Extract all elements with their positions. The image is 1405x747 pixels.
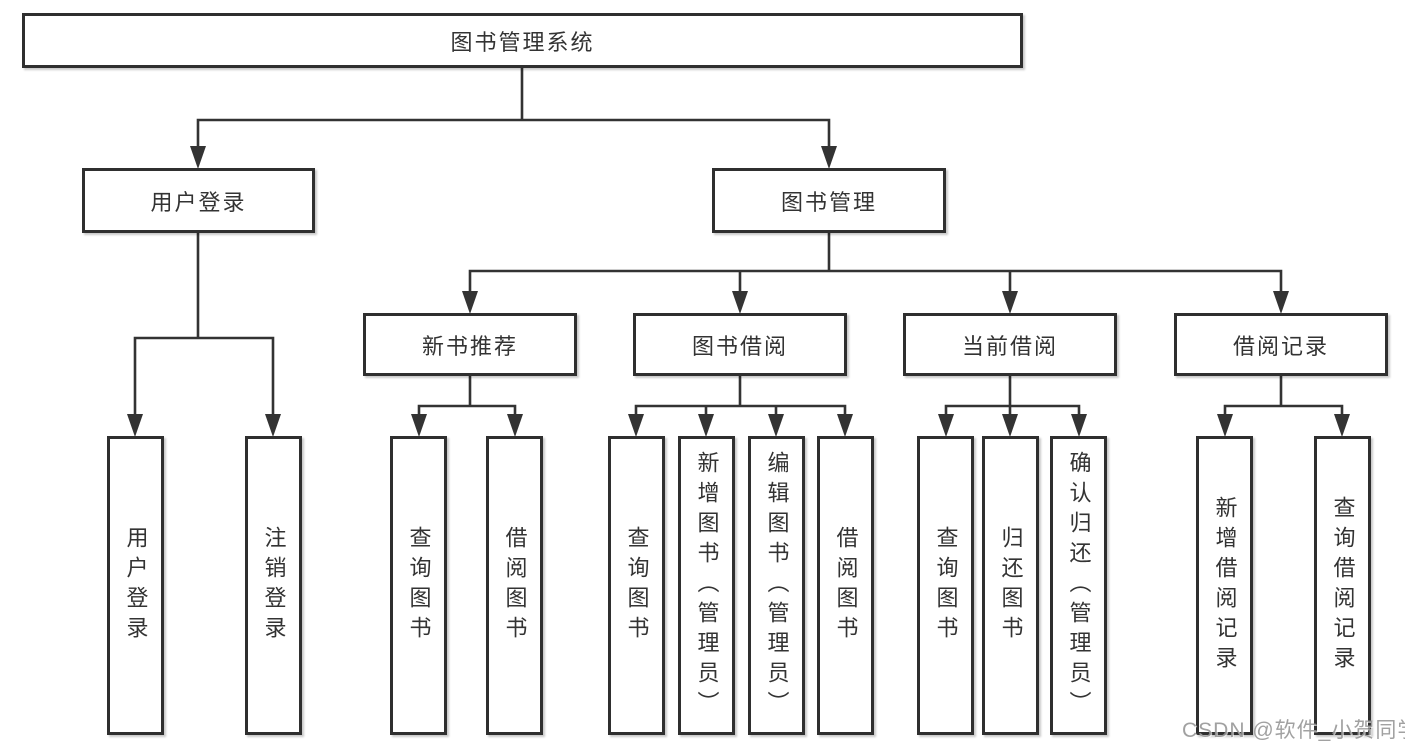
leaf-query-books-3: 查询图书 [917,436,974,735]
leaf-logout: 注销登录 [245,436,302,735]
leaf-query-borrow-record: 查询借阅记录 [1314,436,1371,735]
leaf-return-book: 归还图书 [982,436,1039,735]
leaf-add-borrow-record: 新增借阅记录 [1196,436,1253,735]
leaf-edit-book-admin-label: 编辑图书（管理员） [764,450,790,721]
leaf-query-books-1-label: 查询图书 [406,525,432,646]
leaf-confirm-return-admin-label: 确认归还（管理员） [1066,450,1092,721]
leaf-query-books-2-label: 查询图书 [624,525,650,646]
leaf-borrow-books-1-label: 借阅图书 [502,525,528,646]
leaf-logout-label: 注销登录 [261,525,287,646]
leaf-add-book-admin-label: 新增图书（管理员） [694,450,720,721]
node-new-book-recommend-label: 新书推荐 [421,333,518,359]
leaf-edit-book-admin: 编辑图书（管理员） [748,436,805,735]
leaf-query-books-1: 查询图书 [390,436,447,735]
node-user-login: 用户登录 [82,168,315,233]
leaf-query-borrow-record-label: 查询借阅记录 [1330,495,1356,676]
leaf-user-login: 用户登录 [107,436,164,735]
node-current-borrow: 当前借阅 [903,313,1117,376]
leaf-borrow-books-2: 借阅图书 [817,436,874,735]
node-root-label: 图书管理系统 [450,29,595,55]
node-borrow-records-label: 借阅记录 [1232,333,1329,359]
node-root: 图书管理系统 [22,13,1023,68]
arrowheads [127,146,1350,437]
leaf-confirm-return-admin: 确认归还（管理员） [1050,436,1107,735]
leaf-return-book-label: 归还图书 [998,525,1024,646]
watermark: CSDN @软件_小贺同学 [1182,719,1405,742]
leaf-add-book-admin: 新增图书（管理员） [678,436,735,735]
leaf-query-books-2: 查询图书 [608,436,665,735]
leaf-query-books-3-label: 查询图书 [933,525,959,646]
node-current-borrow-label: 当前借阅 [961,333,1058,359]
node-book-borrow-label: 图书借阅 [691,333,788,359]
node-user-login-label: 用户登录 [150,189,247,215]
node-book-management: 图书管理 [712,168,946,233]
node-book-borrow: 图书借阅 [633,313,847,376]
leaf-borrow-books-1: 借阅图书 [486,436,543,735]
node-new-book-recommend: 新书推荐 [363,313,577,376]
node-borrow-records: 借阅记录 [1174,313,1388,376]
leaf-borrow-books-2-label: 借阅图书 [833,525,859,646]
leaf-add-borrow-record-label: 新增借阅记录 [1212,495,1238,676]
connector-group [133,68,1344,415]
node-book-management-label: 图书管理 [780,189,877,215]
leaf-user-login-label: 用户登录 [123,525,149,646]
